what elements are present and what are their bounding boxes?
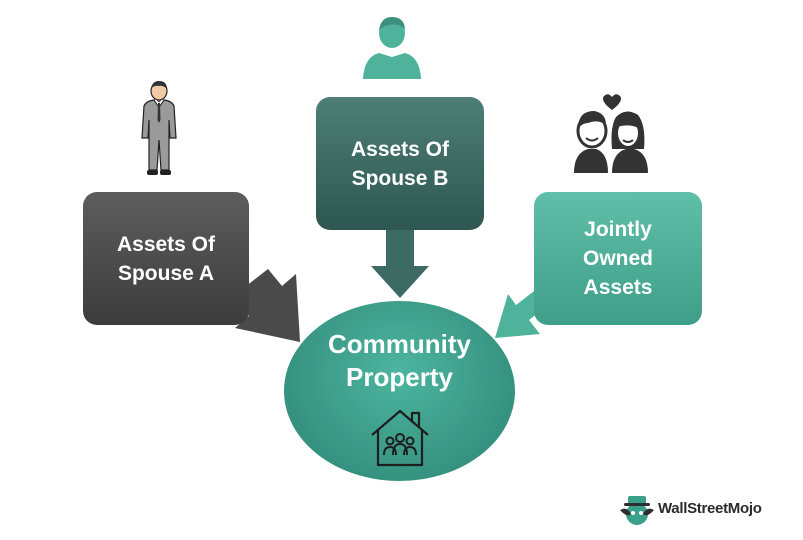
community-line2: Property: [346, 362, 453, 392]
node-joint-line2: Owned: [582, 247, 653, 270]
house-family-icon: [371, 409, 429, 467]
brand-wordmark[interactable]: WallStreetMojo: [658, 500, 762, 517]
node-spouse-b-line2: Spouse B: [351, 166, 449, 190]
node-assets-spouse-a: Assets Of Spouse A: [83, 192, 249, 325]
community-line1: Community: [328, 329, 471, 359]
node-jointly-owned-assets: Jointly Owned Assets: [534, 192, 702, 325]
node-joint-line1: Jointly: [584, 218, 652, 241]
node-assets-spouse-b: Assets Of Spouse B: [316, 97, 484, 230]
man-in-suit-icon: [141, 81, 177, 175]
wallstreetmojo-logo-icon: [620, 496, 654, 525]
node-joint-line3: Assets: [583, 276, 653, 299]
node-spouse-a-line2: Spouse A: [117, 261, 215, 285]
node-spouse-b-line1: Assets Of: [350, 137, 450, 161]
node-community-property: [284, 301, 515, 481]
person-bust-icon: [363, 17, 421, 79]
couple-heart-icon: [574, 94, 648, 173]
community-property-title: Community Property: [284, 328, 515, 394]
node-spouse-a-line1: Assets Of: [116, 232, 216, 256]
